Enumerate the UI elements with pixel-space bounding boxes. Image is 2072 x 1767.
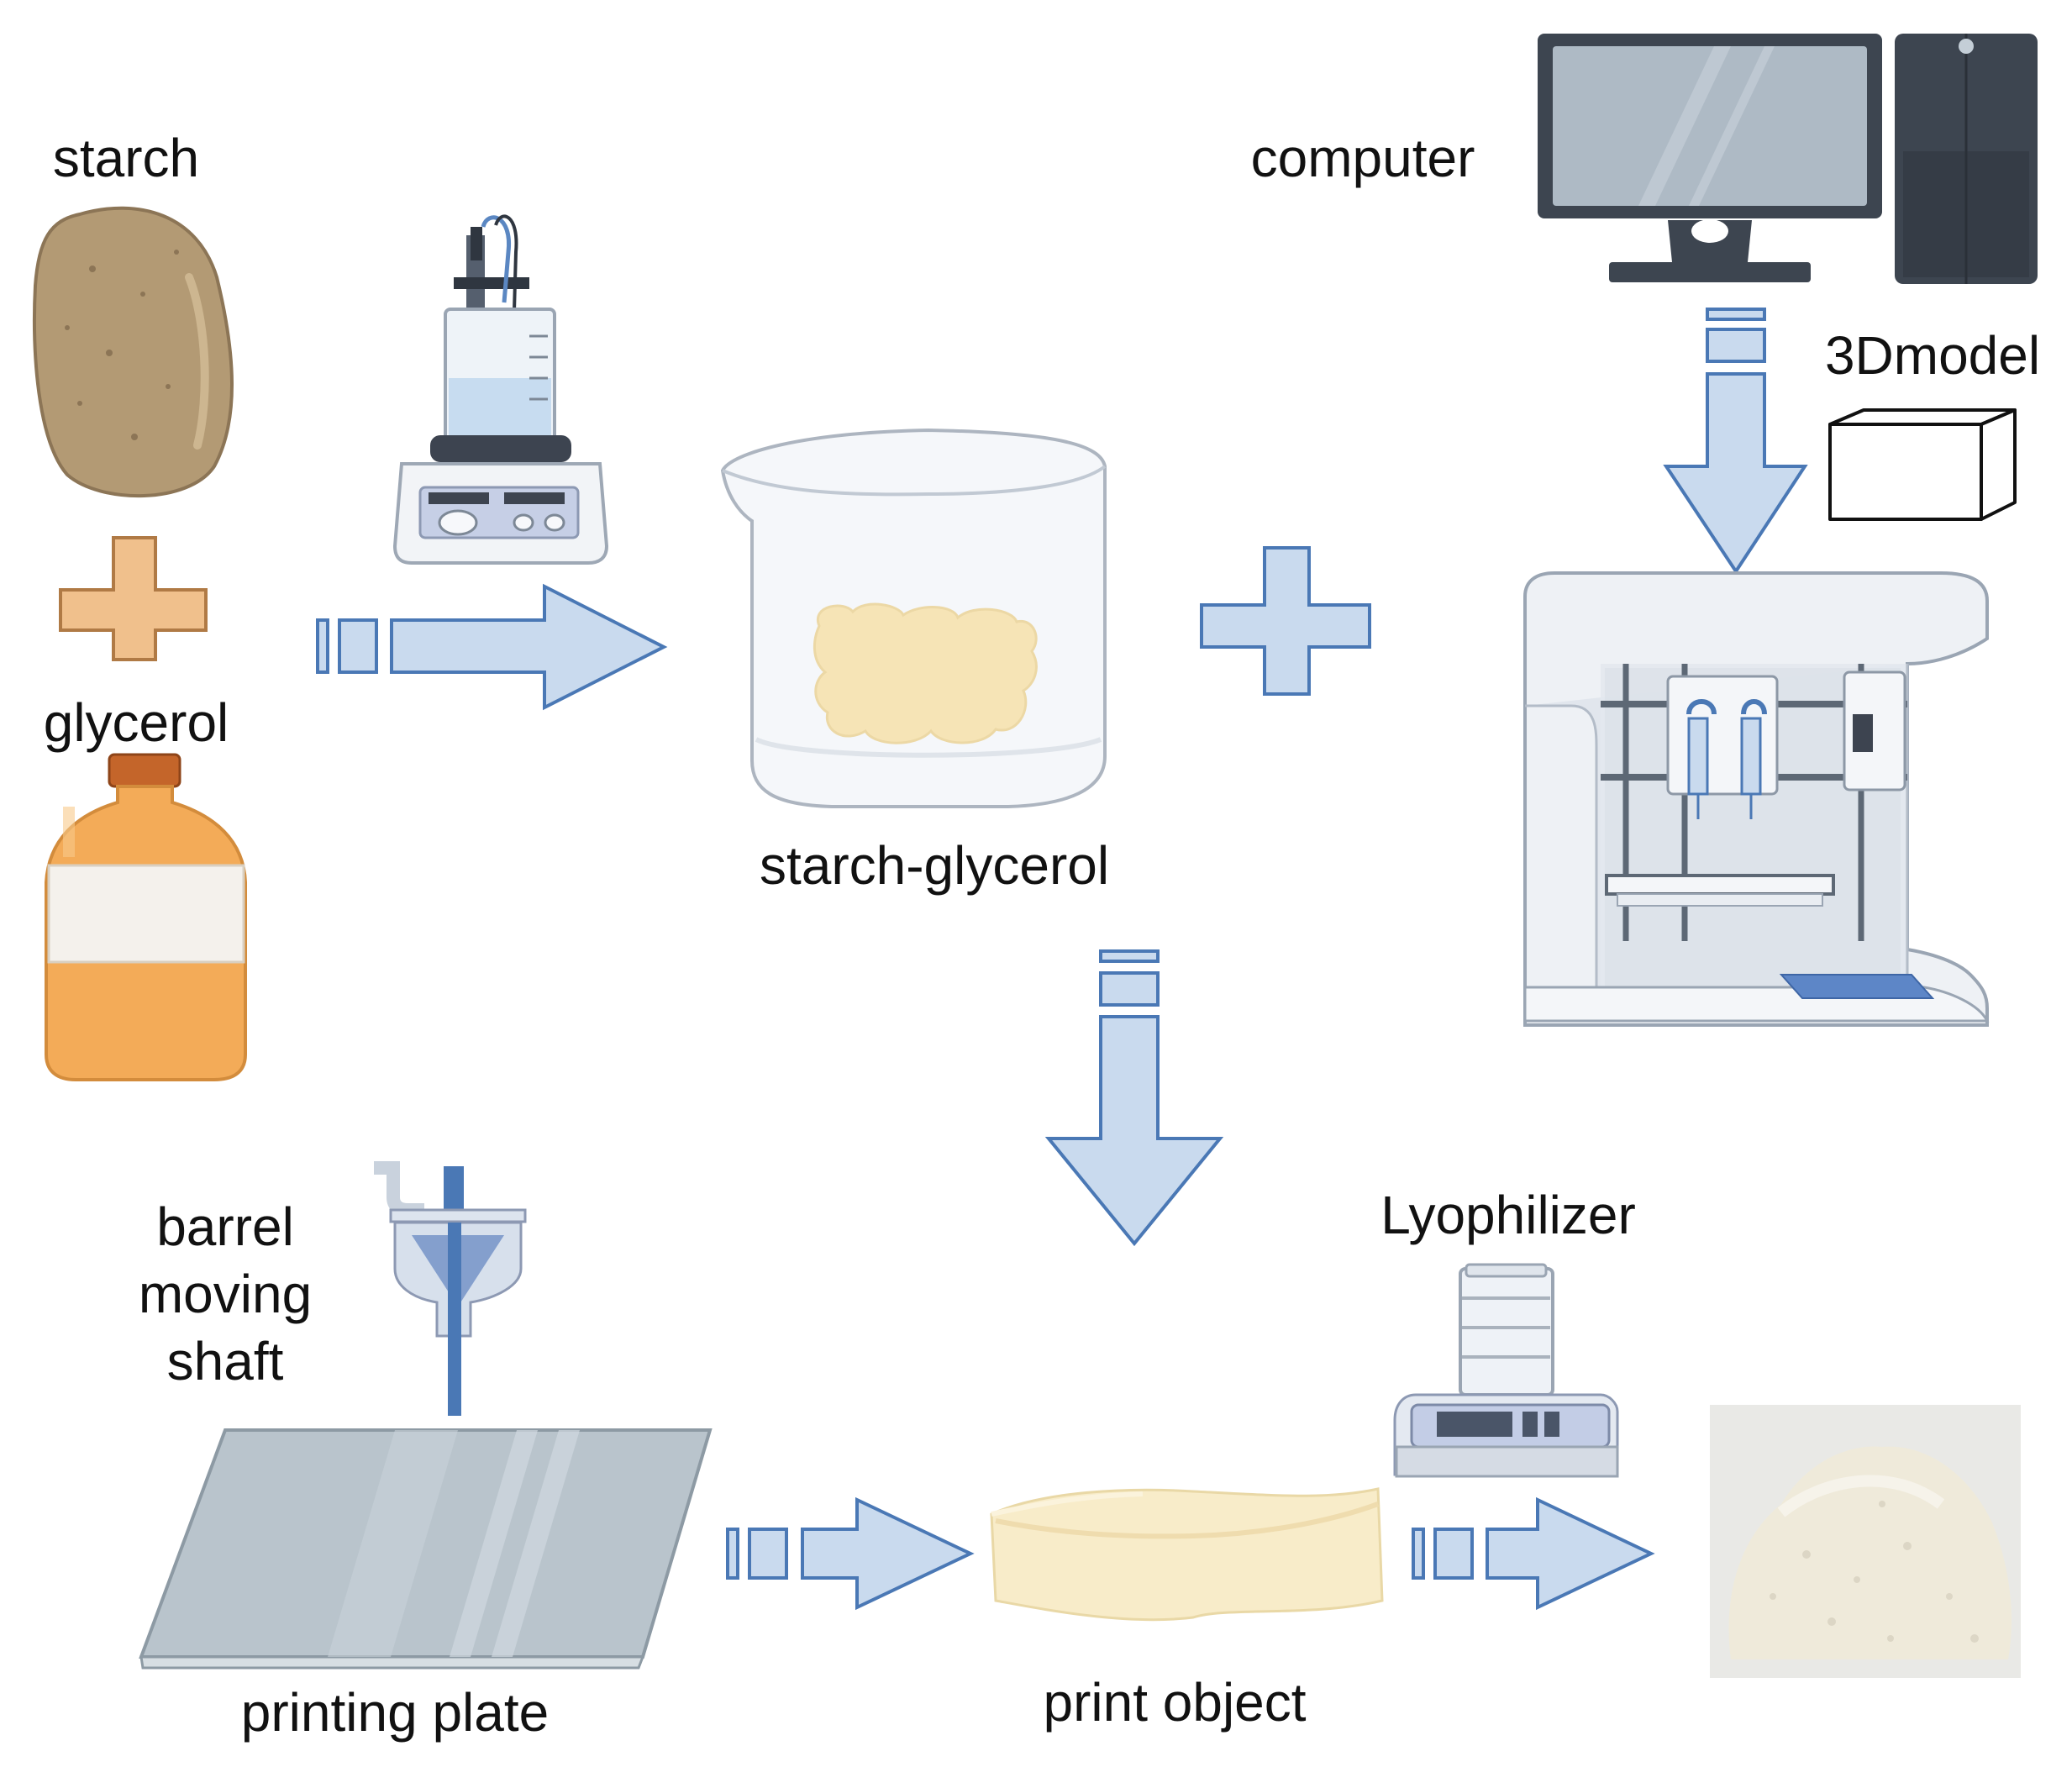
printing-plate-icon [139,1428,713,1670]
label-starch-glycerol: starch-glycerol [760,835,1109,896]
beaker-icon [720,428,1107,808]
3d-model-box-icon [1828,408,2017,521]
potato-icon [33,206,234,498]
magnetic-stirrer-icon [392,214,609,565]
barrel-icon [374,1161,527,1416]
starch-powder-photo [1710,1405,2021,1678]
plus-icon [59,536,208,661]
starch-glycerol-dough [812,602,1038,744]
label-printing-plate: printing plate [241,1682,549,1743]
label-computer: computer [1251,128,1475,188]
label-barrel: barrel [156,1196,294,1257]
lyophilizer-icon [1393,1263,1619,1478]
label-shaft: shaft [167,1331,284,1391]
label-glycerol: glycerol [44,692,229,753]
arrow-down-2 [1044,949,1224,1247]
plus-icon-2 [1200,546,1371,696]
computer-icon [1538,34,2038,284]
glycerol-bottle-icon [45,753,247,1081]
arrow-right-1 [316,583,668,711]
arrow-down-1 [1663,308,1808,575]
label-starch: starch [53,128,199,188]
print-object-icon [990,1487,1384,1622]
3d-printer-icon [1523,571,1990,1027]
label-moving: moving [139,1264,312,1324]
label-print-object: print object [1043,1672,1306,1733]
label-lyophilizer: Lyophilizer [1380,1185,1636,1245]
label-3dmodel: 3Dmodel [1825,325,2040,386]
arrow-right-2 [726,1496,975,1611]
arrow-right-3 [1412,1496,1655,1611]
